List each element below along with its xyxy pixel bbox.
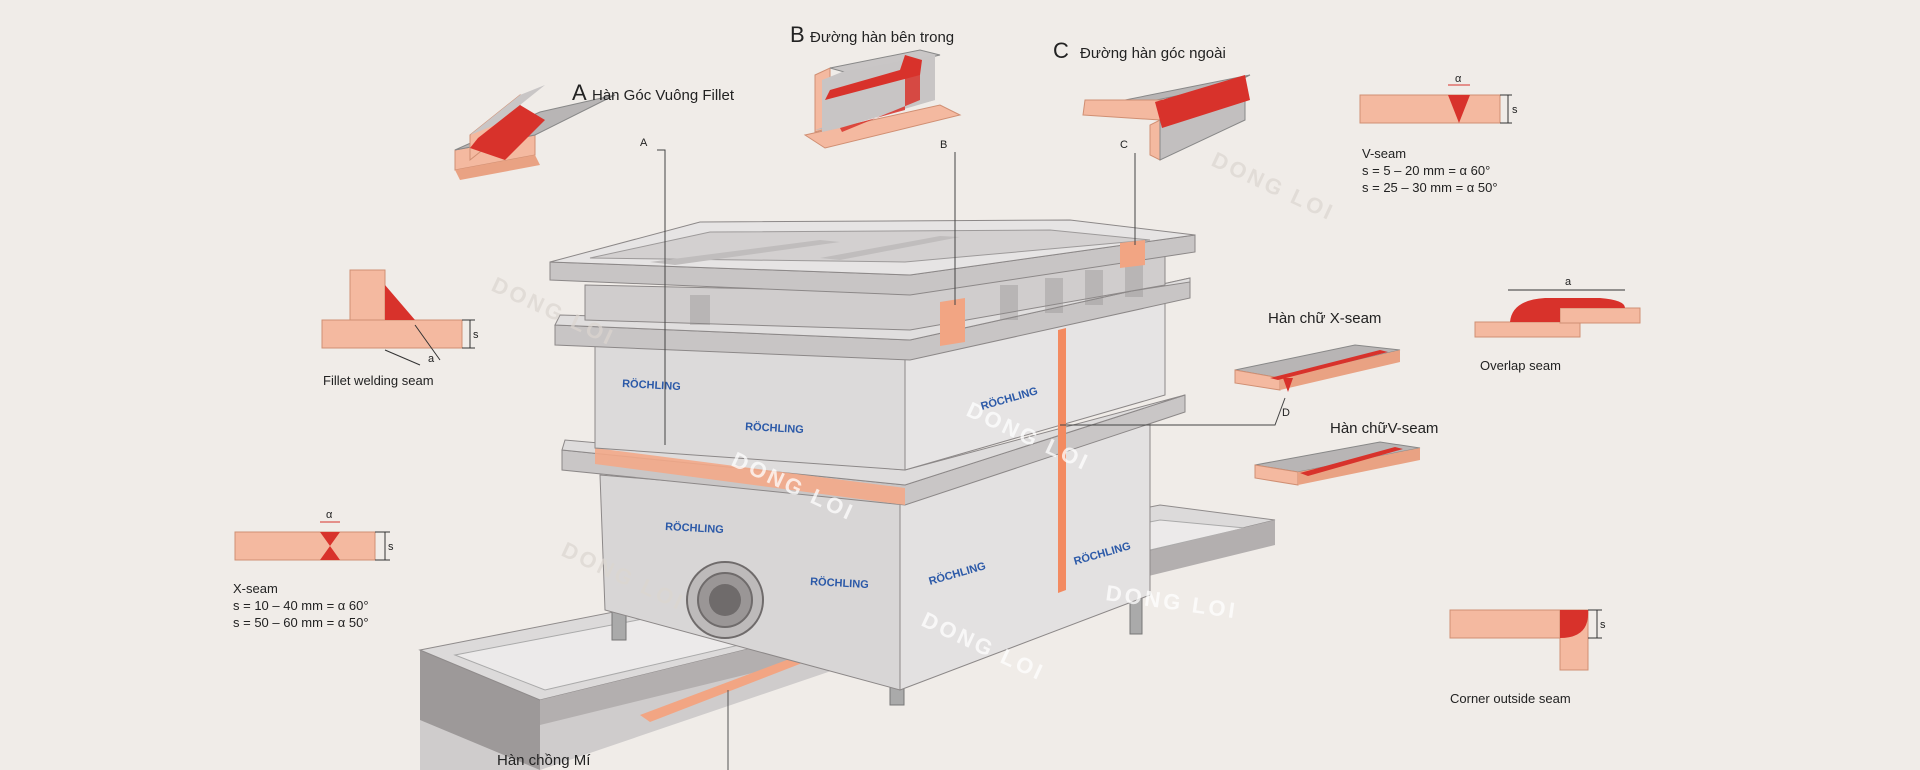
- svg-text:α: α: [326, 509, 333, 521]
- svg-text:RÖCHLING: RÖCHLING: [665, 520, 724, 536]
- svg-text:s = 25 – 30 mm = α 50°: s = 25 – 30 mm = α 50°: [1362, 180, 1498, 195]
- svg-text:Hàn chồng Mí: Hàn chồng Mí: [497, 752, 591, 769]
- svg-text:DONG LOI: DONG LOI: [1208, 147, 1339, 226]
- detail-c-outside-corner: C Đường hàn góc ngoài C: [1053, 38, 1251, 245]
- svg-text:Hàn chữV-seam: Hàn chữV-seam: [1330, 420, 1438, 437]
- svg-text:Fillet welding seam: Fillet welding seam: [323, 373, 434, 388]
- svg-text:α: α: [1455, 73, 1462, 85]
- detail-x-seam: α s X-seam s = 10 – 40 mm = α 60° s = 50…: [233, 509, 394, 630]
- svg-text:Đường hàn bên trong: Đường hàn bên trong: [810, 29, 954, 46]
- svg-text:a: a: [428, 353, 435, 365]
- svg-text:s = 50 – 60 mm = α 50°: s = 50 – 60 mm = α 50°: [233, 615, 369, 630]
- detail-fillet-welding-seam: s a Fillet welding seam: [321, 269, 479, 388]
- svg-text:RÖCHLING: RÖCHLING: [622, 377, 681, 393]
- detail-corner-outside-seam: s Corner outside seam: [1449, 609, 1606, 706]
- detail-han-v-seam: Hàn chữV-seam: [1254, 420, 1438, 486]
- detail-han-chong-mi: Hàn chồng Mí: [497, 752, 591, 769]
- svg-text:s: s: [388, 541, 394, 553]
- svg-text:V-seam: V-seam: [1362, 146, 1406, 161]
- svg-text:D: D: [1282, 407, 1290, 419]
- svg-text:a: a: [1565, 276, 1572, 288]
- detail-overlap-seam: a Overlap seam: [1474, 276, 1641, 373]
- svg-text:Overlap seam: Overlap seam: [1480, 358, 1561, 373]
- svg-text:RÖCHLING: RÖCHLING: [810, 575, 869, 591]
- svg-text:Hàn chữ X-seam: Hàn chữ X-seam: [1268, 310, 1381, 327]
- svg-text:B: B: [940, 139, 947, 151]
- svg-text:s = 5 – 20 mm = α 60°: s = 5 – 20 mm = α 60°: [1362, 163, 1490, 178]
- svg-text:s: s: [473, 329, 479, 341]
- svg-text:Corner outside seam: Corner outside seam: [1450, 691, 1571, 706]
- svg-text:A: A: [572, 80, 587, 105]
- svg-text:C: C: [1120, 139, 1128, 151]
- svg-text:C: C: [1053, 38, 1069, 63]
- detail-b-inside-seam: B Đường hàn bên trong B: [790, 22, 962, 305]
- svg-text:DONG LOI: DONG LOI: [1104, 580, 1239, 623]
- svg-text:Hàn Góc Vuông Fillet: Hàn Góc Vuông Fillet: [592, 87, 735, 104]
- svg-text:s: s: [1600, 619, 1606, 631]
- svg-text:B: B: [790, 22, 805, 47]
- svg-text:X-seam: X-seam: [233, 581, 278, 596]
- svg-text:s = 10 – 40 mm = α 60°: s = 10 – 40 mm = α 60°: [233, 598, 369, 613]
- svg-text:RÖCHLING: RÖCHLING: [745, 420, 804, 436]
- svg-text:A: A: [640, 137, 648, 149]
- pp-tank: RÖCHLING RÖCHLING RÖCHLING RÖCHLING RÖCH…: [549, 219, 1196, 706]
- detail-v-seam: α s V-seam s = 5 – 20 mm = α 60° s = 25 …: [1359, 73, 1518, 195]
- detail-a-fillet: A Hàn Góc Vuông Fillet A: [454, 80, 735, 445]
- svg-text:s: s: [1512, 104, 1518, 116]
- detail-han-x-seam: Hàn chữ X-seam D: [1060, 310, 1401, 426]
- svg-text:Đường hàn góc ngoài: Đường hàn góc ngoài: [1080, 45, 1226, 62]
